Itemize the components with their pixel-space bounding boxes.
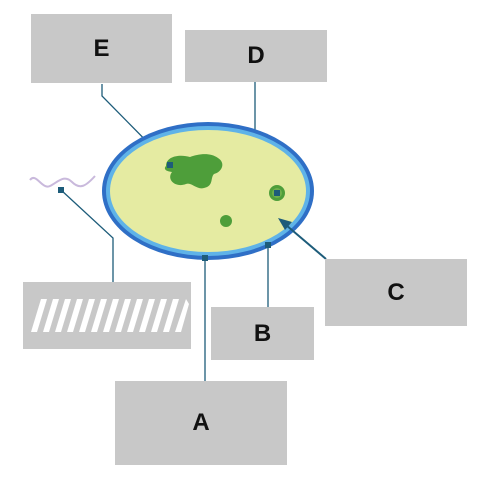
marker-d bbox=[274, 190, 280, 196]
label-e: E bbox=[93, 34, 110, 62]
marker-flagellum bbox=[58, 187, 64, 193]
label-box-a[interactable]: A bbox=[115, 381, 287, 465]
label-b: B bbox=[253, 319, 272, 347]
arrowhead-c bbox=[278, 218, 292, 230]
label-d: D bbox=[247, 42, 265, 69]
nucleoid bbox=[164, 154, 223, 189]
cytoplasm bbox=[110, 130, 306, 252]
hidden-label-stripes bbox=[31, 299, 189, 332]
label-box-c[interactable]: C bbox=[325, 259, 467, 326]
label-box-hidden[interactable] bbox=[23, 282, 191, 349]
marker-b bbox=[265, 242, 271, 248]
label-c: C bbox=[387, 278, 405, 306]
label-box-d[interactable]: D bbox=[185, 30, 327, 82]
granule-small bbox=[220, 215, 232, 227]
label-box-e[interactable]: E bbox=[31, 14, 172, 83]
leader-line-hidden bbox=[60, 189, 114, 282]
label-box-b[interactable]: B bbox=[211, 307, 314, 360]
marker-e bbox=[167, 162, 173, 168]
flagellum bbox=[29, 175, 96, 188]
leader-line-c bbox=[285, 224, 327, 260]
marker-a bbox=[202, 255, 208, 261]
leader-markers bbox=[58, 162, 280, 261]
label-a: A bbox=[192, 409, 210, 436]
